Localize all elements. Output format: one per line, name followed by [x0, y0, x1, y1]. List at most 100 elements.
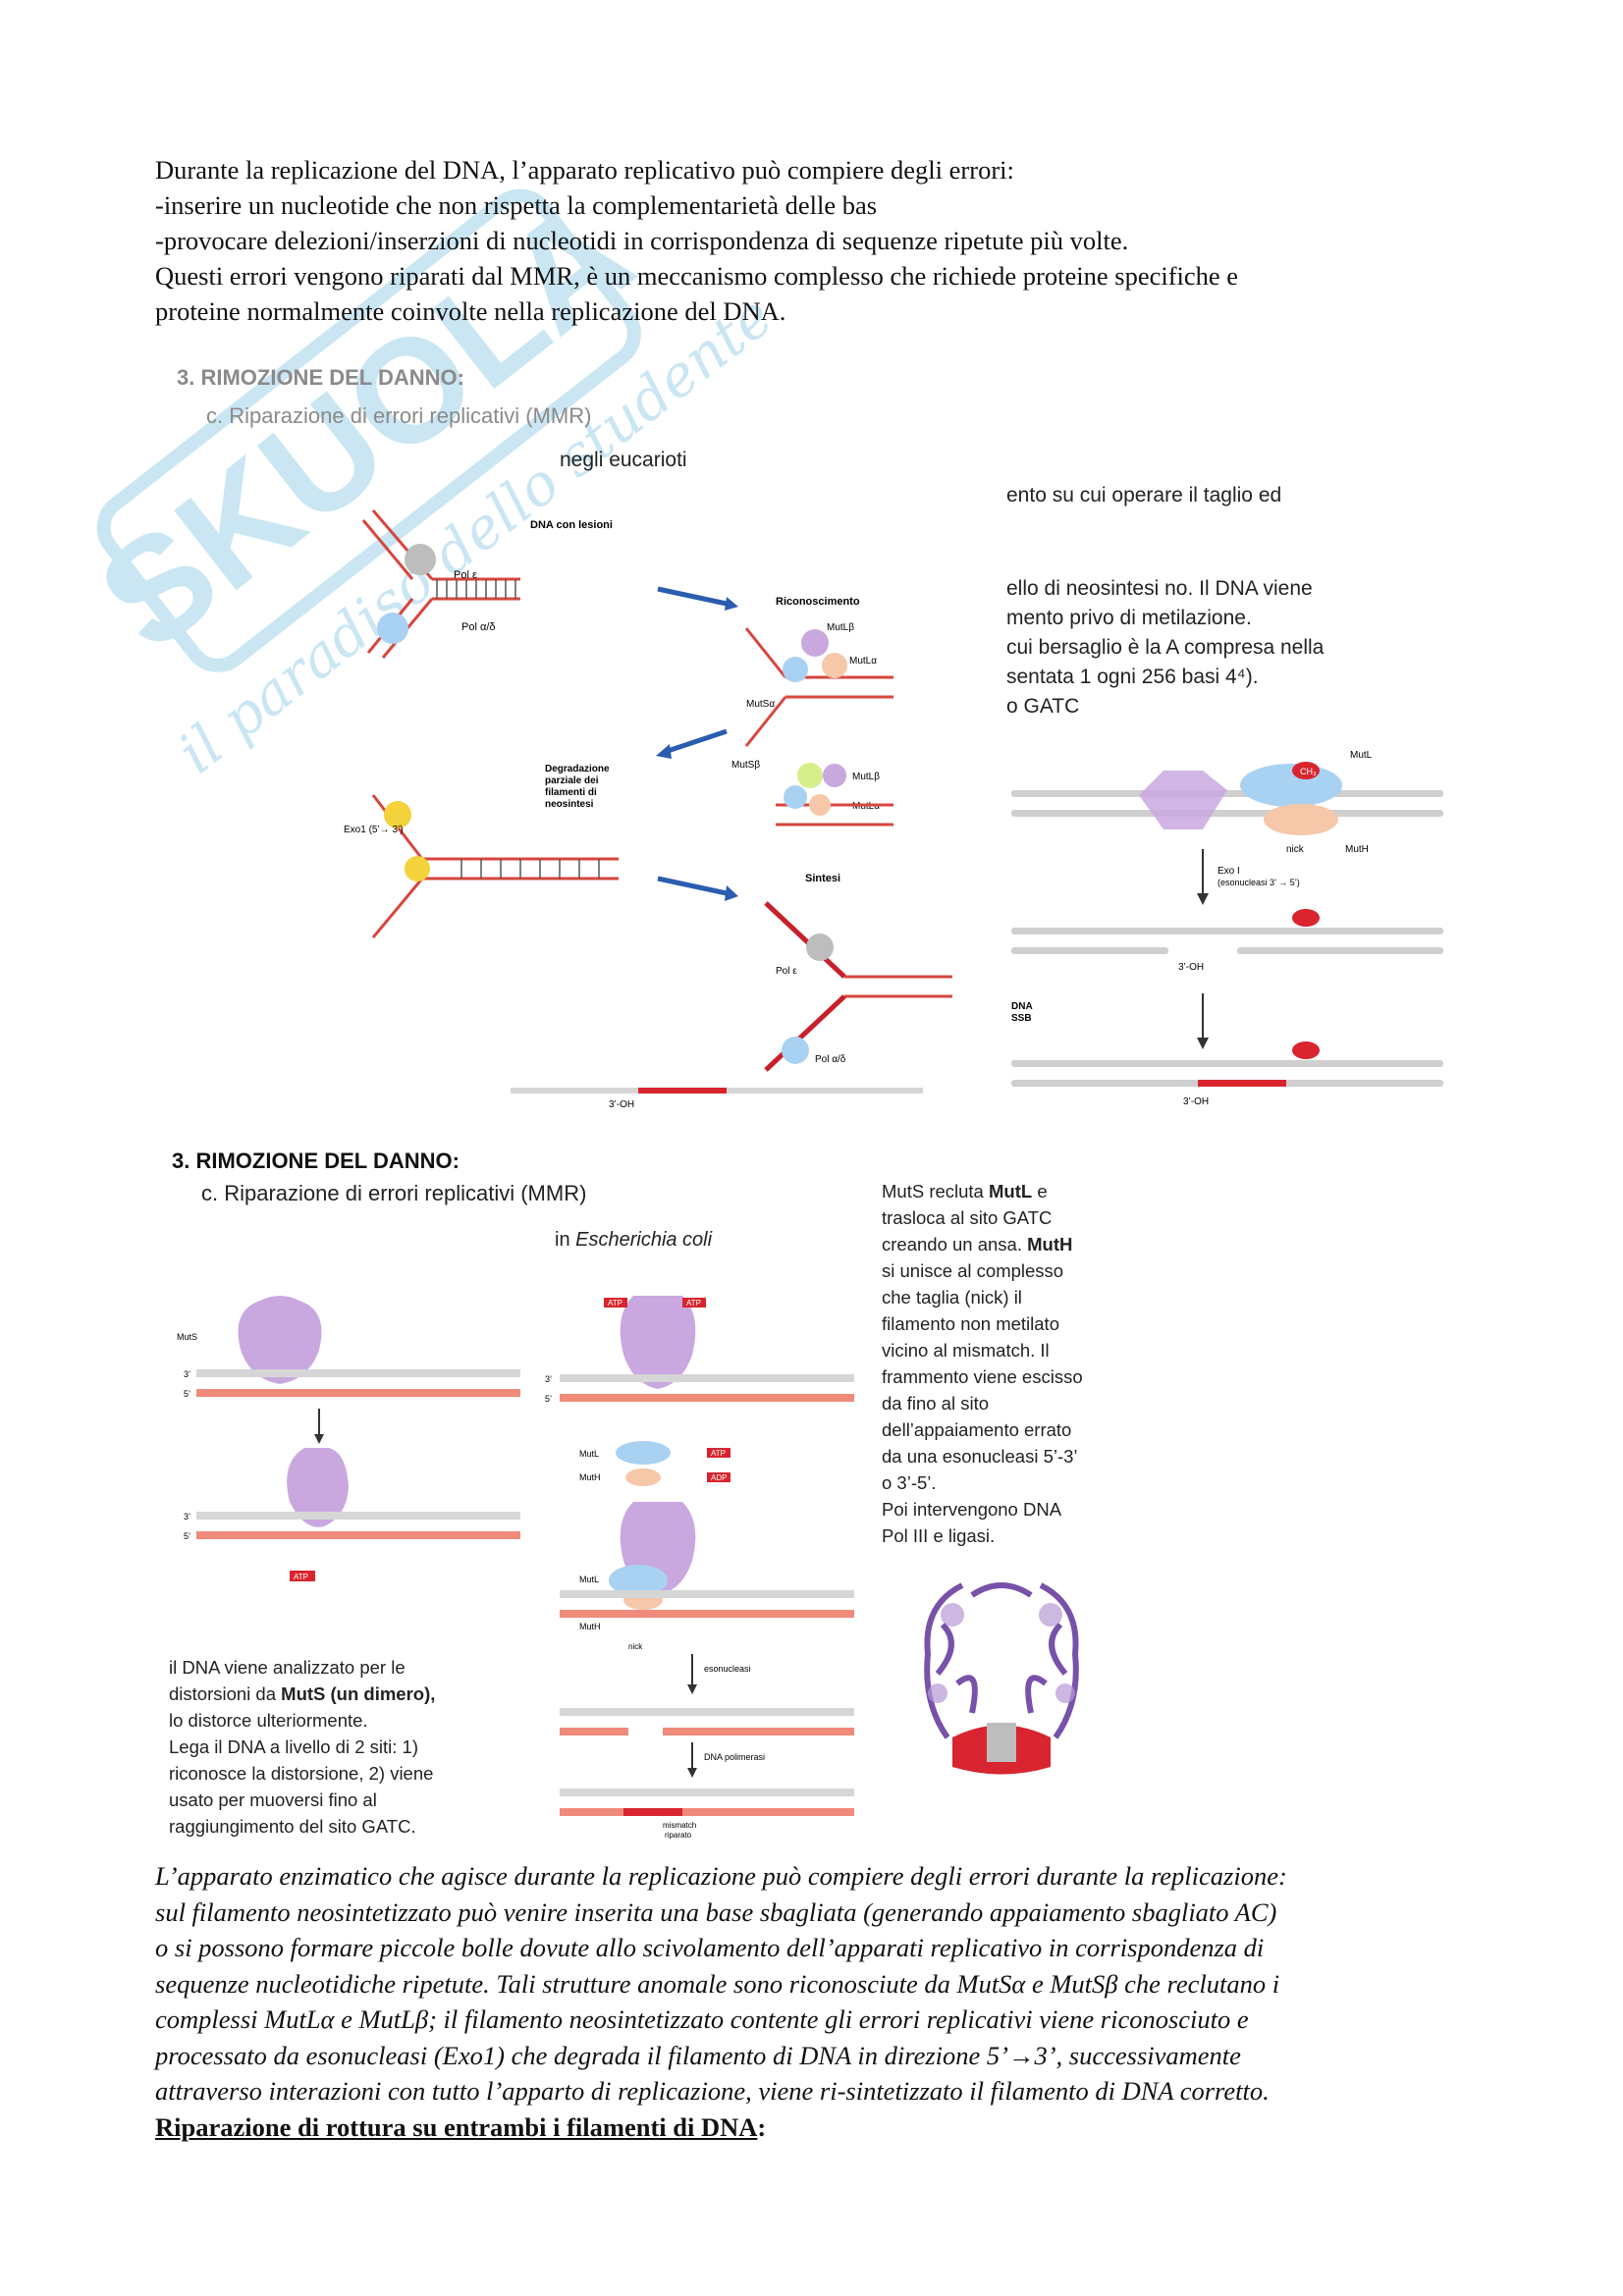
label-muts: MutS: [177, 1332, 197, 1342]
dna-fork-1: [361, 509, 520, 659]
outro-line: complessi MutLα e MutLβ; il filamento ne…: [155, 2004, 1249, 2034]
right-caption-line: trasloca al sito GATC: [882, 1207, 1053, 1228]
dna-fork-5: [764, 901, 952, 1072]
section-heading: Riparazione di rottura su entrambi i fil…: [155, 2109, 1490, 2145]
outro-line: L’apparato enzimatico che agisce durante…: [155, 1861, 1287, 1891]
slide2-section-title: 3. RIMOZIONE DEL DANNO:: [172, 1148, 460, 1173]
right-caption-line: o 3’-5’.: [882, 1472, 937, 1493]
slide2-left-caption: il DNA viene analizzato per le distorsio…: [169, 1654, 435, 1840]
left-caption-line: il DNA viene analizzato per le: [169, 1657, 406, 1678]
right-caption-line: da una esonucleasi 5’-3’: [882, 1446, 1078, 1467]
label-dna-pol: DNA polimerasi: [704, 1752, 765, 1762]
right-caption-line: Pol III e ligasi.: [882, 1525, 996, 1546]
blue-arrow: [657, 586, 728, 607]
intro-line: Durante la replicazione del DNA, l’appar…: [155, 155, 1014, 185]
ecoli-name: Escherichia coli: [575, 1229, 713, 1251]
label-mutlb-2: MutLβ: [852, 772, 880, 782]
label-muth: MutH: [1345, 844, 1369, 855]
right-caption-line: filamento non metilato: [882, 1313, 1059, 1334]
protein-structure-image: [924, 1582, 1079, 1775]
slide2-subtitle: in Escherichia coli: [555, 1229, 713, 1251]
slide1-right-text: ello di neosintesi no. Il DNA viene ment…: [1006, 574, 1324, 721]
label-nick-2: nick: [628, 1642, 643, 1651]
slide1-subsection-title: c. Riparazione di errori replicativi (MM…: [206, 403, 592, 428]
label-atp: ATP: [711, 1449, 726, 1458]
label-muth: MutH: [579, 1472, 601, 1482]
right-text-line: ento su cui operare il taglio ed: [1006, 484, 1282, 507]
mutl-shape: [1240, 764, 1342, 807]
label-pol-ad-2: Pol α/δ: [815, 1054, 846, 1065]
label-adp: ADP: [711, 1473, 727, 1482]
muts-shape: [1139, 771, 1227, 829]
outro-line: attraverso interazioni con tutto l’appar…: [155, 2076, 1270, 2106]
svg-text:3’: 3’: [184, 1369, 190, 1379]
right-caption-line: Poi intervengono DNA: [882, 1499, 1062, 1520]
right-text-line: sentata 1 ogni 256 basi 4⁴).: [1006, 666, 1259, 688]
label-atp: ATP: [686, 1299, 701, 1308]
label-exo: Exo I: [1217, 866, 1240, 877]
label-riconoscimento: Riconoscimento: [776, 596, 860, 608]
slide2-right-caption: MutS recluta MutL e trasloca al sito GAT…: [882, 1178, 1083, 1549]
outro-line: sul filamento neosintetizzato può venire…: [155, 1896, 1277, 1927]
intro-line: -inserire un nucleotide che non rispetta…: [155, 190, 878, 220]
svg-text:5’: 5’: [184, 1531, 190, 1541]
muth-shape: [1264, 804, 1338, 835]
dna-fork-2: [744, 627, 893, 747]
label-exo-sub: (esonucleasi 3’ → 5’): [1217, 878, 1300, 887]
label-exo1: Exo1 (5’→ 3’): [344, 825, 404, 835]
label-esonucleasi: esonucleasi: [704, 1664, 751, 1674]
outro-line: sequenze nucleotidiche ripetute. Tali st…: [155, 1968, 1280, 1999]
right-caption-line: si unisce al complesso: [882, 1260, 1064, 1281]
mutl-muth-diagram: ATP ATP 3’5’ MutL MutH ATP ADP MutL MutH…: [545, 1296, 854, 1840]
muts-protein: [238, 1296, 322, 1384]
label-mismatch: riparato: [665, 1831, 692, 1840]
label-mutlb: MutLβ: [827, 622, 854, 633]
slide2-subsection-title: c. Riparazione di errori replicativi (MM…: [201, 1181, 587, 1205]
label-dna: DNA: [1011, 1001, 1033, 1012]
right-caption-line: vicino al mismatch. Il: [882, 1340, 1050, 1361]
outro-line: o si possono formare piccole bolle dovut…: [155, 1933, 1265, 1962]
label-mutsa: MutSα: [746, 699, 775, 710]
blue-arrow: [667, 728, 728, 754]
right-text-line: cui bersaglio è la A compresa nella: [1006, 636, 1325, 659]
label-3oh: 3’-OH: [609, 1099, 634, 1109]
svg-text:5’: 5’: [545, 1394, 552, 1404]
blue-arrow: [657, 876, 728, 896]
dna-fork-3: [776, 763, 893, 827]
heading-text: Riparazione di rottura su entrambi i fil…: [155, 2112, 758, 2142]
outro-line: processato da esonucleasi (Exo1) che deg…: [155, 2040, 1241, 2070]
label-mutsb: MutSβ: [731, 760, 760, 771]
label-3oh-right: 3’-OH: [1178, 962, 1204, 973]
label-mutla: MutLα: [849, 656, 877, 667]
left-caption-line: distorsioni da MutS (un dimero),: [169, 1683, 436, 1704]
left-caption-line: usato per muoversi fino al: [169, 1789, 377, 1810]
svg-text:3’: 3’: [545, 1374, 552, 1384]
label-nick: nick: [1286, 844, 1305, 855]
intro-line: -provocare delezioni/inserzioni di nucle…: [155, 226, 1129, 255]
label-atp: ATP: [608, 1299, 622, 1308]
right-text-line: ello di neosintesi no. Il DNA viene: [1006, 577, 1313, 600]
right-caption-line: da fino al sito: [882, 1393, 990, 1414]
label-ch3: CH₃: [1300, 767, 1317, 776]
label-mismatch: mismatch: [663, 1821, 696, 1830]
label-dna-lesioni: DNA con lesioni: [530, 519, 613, 531]
ecoli-strand-diagram: CH₃ MutL MutH nick Exo I (esonucleasi 3’…: [1011, 750, 1443, 1107]
right-text-line: mento privo di metilazione.: [1006, 607, 1252, 629]
svg-text:3’: 3’: [184, 1512, 190, 1522]
label-degradazione: neosintesi: [545, 799, 594, 810]
label-pol-ad: Pol α/δ: [461, 621, 496, 633]
dna-fork-4: [371, 794, 619, 938]
label-pol-e-2: Pol ε: [776, 966, 797, 977]
label-pol-e: Pol ε: [454, 569, 477, 581]
eukaryote-diagram: DNA con lesioni Pol ε Pol α/δ Riconoscim…: [344, 509, 952, 1109]
slide1-section-title: 3. RIMOZIONE DEL DANNO:: [177, 365, 464, 390]
left-caption-line: Lega il DNA a livello di 2 siti: 1): [169, 1736, 418, 1757]
label-degradazione: Degradazione: [545, 764, 610, 774]
slide1-subtitle: negli eucarioti: [560, 449, 687, 471]
left-caption-line: riconosce la distorsione, 2) viene: [169, 1763, 434, 1784]
label-mutl-2: MutL: [579, 1575, 599, 1584]
right-caption-line: MutS recluta MutL e: [882, 1181, 1048, 1201]
figure-eukaryote-mmr: 3. RIMOZIONE DEL DANNO: c. Riparazione d…: [0, 0, 1623, 1119]
outro-paragraph: L’apparato enzimatico che agisce durante…: [155, 1858, 1490, 2109]
svg-text:5’: 5’: [184, 1389, 190, 1399]
